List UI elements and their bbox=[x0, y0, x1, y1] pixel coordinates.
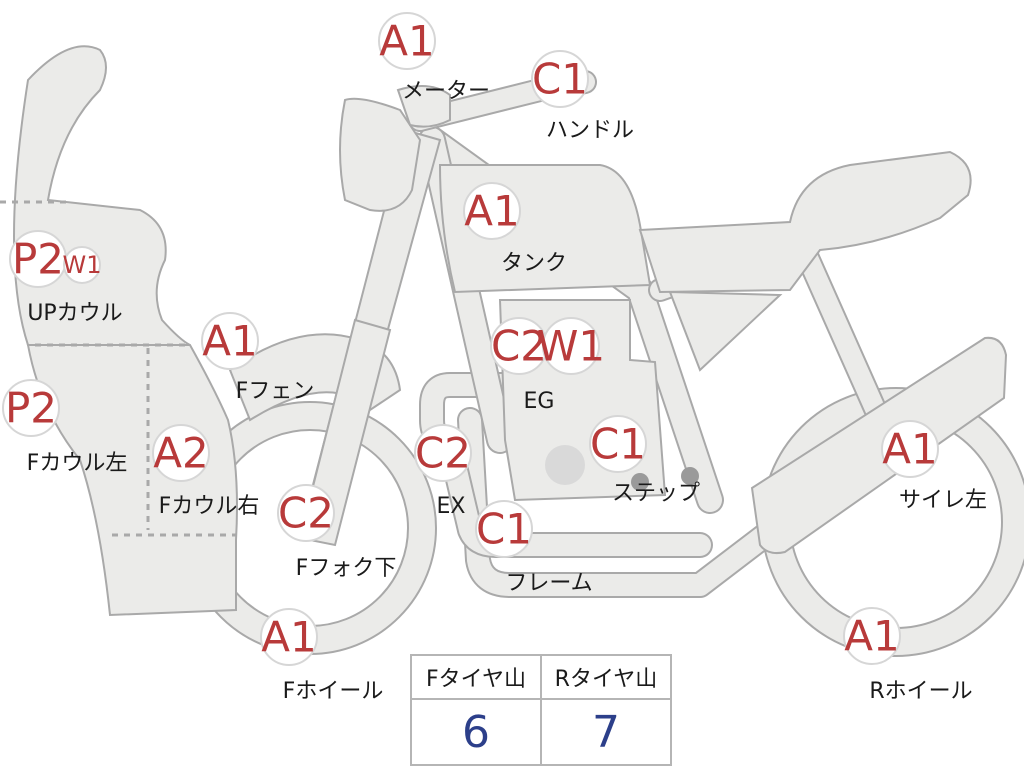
part-label: Rホイール bbox=[869, 679, 972, 704]
grade-badge: A1 bbox=[379, 17, 434, 66]
rear-tread-value: 7 bbox=[540, 698, 672, 766]
part-engine: C2 W1 EG bbox=[490, 317, 605, 414]
rear-tread-header: Rタイヤ山 bbox=[540, 654, 672, 700]
part-tank: A1 タンク bbox=[463, 182, 567, 276]
part-r-wheel: A1 Rホイール bbox=[843, 607, 973, 704]
part-up-cowl: P2 W1 UPカウル bbox=[9, 230, 123, 326]
tire-tread-table: Fタイヤ山 Rタイヤ山 6 7 bbox=[410, 654, 672, 766]
part-label: メーター bbox=[402, 79, 490, 104]
part-f-cowl-left: P2 Fカウル左 bbox=[2, 379, 128, 476]
part-f-fork-lower: C2 Fフォク下 bbox=[277, 484, 397, 581]
part-label: フレーム bbox=[505, 571, 592, 596]
grade-badge: C2 bbox=[278, 489, 334, 538]
part-label: Fフォク下 bbox=[296, 556, 397, 581]
part-label: ハンドル bbox=[546, 118, 634, 143]
grade-badge: W1 bbox=[537, 322, 605, 371]
part-label: Fカウル左 bbox=[27, 451, 128, 476]
part-label: UPカウル bbox=[27, 301, 122, 326]
lower-cowl-shape bbox=[26, 344, 238, 617]
part-label: EG bbox=[524, 389, 555, 414]
grade-badge: A1 bbox=[202, 317, 257, 366]
part-silencer-left: A1 サイレ左 bbox=[881, 420, 987, 513]
part-handle: C1 ハンドル bbox=[531, 50, 634, 143]
part-frame: C1 フレーム bbox=[475, 500, 593, 596]
part-label: ステップ bbox=[612, 481, 700, 506]
grade-badge: C1 bbox=[476, 505, 532, 554]
part-label: サイレ左 bbox=[899, 488, 987, 513]
grade-badge: C2 bbox=[415, 429, 471, 478]
grade-badge: C1 bbox=[590, 420, 646, 469]
part-label: Fフェン bbox=[236, 379, 315, 404]
part-label: Fカウル右 bbox=[159, 494, 260, 519]
front-tread-header: Fタイヤ山 bbox=[410, 654, 542, 700]
part-f-wheel: A1 Fホイール bbox=[260, 608, 384, 704]
part-exhaust: C2 EX bbox=[414, 424, 472, 519]
silencer-shape bbox=[750, 336, 1008, 555]
part-label: EX bbox=[437, 494, 466, 519]
part-meter: A1 メーター bbox=[378, 12, 490, 104]
grade-badge: A1 bbox=[882, 425, 937, 474]
part-step: C1 ステップ bbox=[589, 415, 700, 506]
grade-badge: W1 bbox=[63, 251, 102, 279]
grade-badge: A2 bbox=[153, 429, 208, 478]
grade-badge: P2 bbox=[12, 235, 64, 284]
grade-badge: A1 bbox=[844, 612, 899, 661]
grade-badge: A1 bbox=[261, 613, 316, 662]
part-f-fender: A1 Fフェン bbox=[201, 312, 315, 404]
part-f-cowl-right: A2 Fカウル右 bbox=[152, 424, 260, 519]
front-tread-value: 6 bbox=[410, 698, 542, 766]
grade-badge: C1 bbox=[532, 55, 588, 104]
grade-badge: C2 bbox=[491, 322, 547, 371]
seat-shape bbox=[638, 150, 972, 294]
part-label: Fホイール bbox=[283, 679, 384, 704]
part-label: タンク bbox=[501, 251, 567, 276]
grade-badge: P2 bbox=[5, 384, 57, 433]
grade-badge: A1 bbox=[464, 187, 519, 236]
